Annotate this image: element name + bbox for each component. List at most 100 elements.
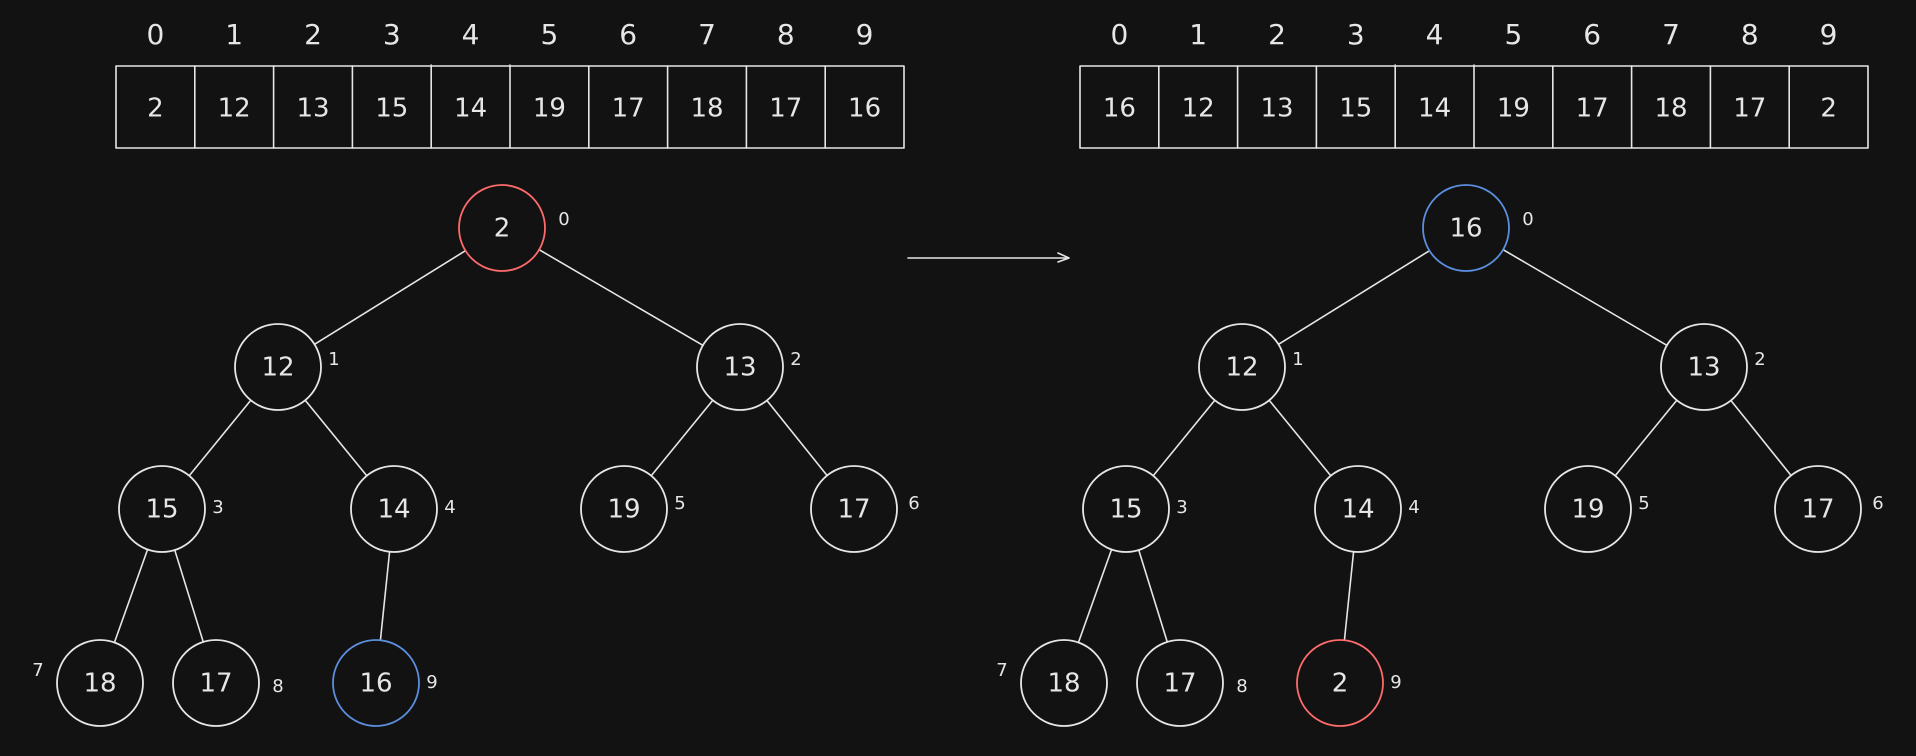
array-cell-value: 16	[848, 94, 881, 124]
tree-node-index: 6	[1872, 493, 1883, 514]
tree-edge	[1730, 399, 1792, 477]
array-cell-value: 18	[690, 94, 723, 124]
tree-node-circle	[1198, 323, 1286, 411]
array-cell-value: 13	[296, 94, 329, 124]
tree-edge	[1277, 249, 1431, 346]
tree-edge	[1614, 399, 1678, 477]
tree-edge	[1077, 548, 1113, 644]
array-cell-value: 17	[1576, 94, 1609, 124]
tree-node-value: 17	[1801, 495, 1834, 525]
tree-node: 15 3	[1082, 465, 1188, 553]
tree-node: 17 6	[1774, 465, 1884, 553]
tree-node-index: 3	[1176, 497, 1187, 518]
tree-edge	[304, 399, 368, 477]
tree-node-value: 2	[1332, 669, 1349, 699]
array-index-label: 9	[1820, 18, 1838, 51]
tree-node-index: 5	[1638, 493, 1649, 514]
tree-node: 13 2	[1660, 323, 1766, 411]
tree-node: 187	[32, 639, 144, 727]
tree-node-circle	[580, 465, 668, 553]
tree-node-index: 2	[790, 349, 801, 370]
tree-node-circle	[172, 639, 260, 727]
tree-node-index: 8	[1236, 676, 1247, 697]
tree-node-index: 9	[426, 672, 437, 693]
tree-edge	[1152, 399, 1216, 477]
tree-edge	[1343, 550, 1355, 642]
tree-node-index: 4	[444, 497, 455, 518]
tree-node-circle	[332, 639, 420, 727]
tree-node-index: 1	[1292, 349, 1303, 370]
array-cell-value: 17	[1733, 94, 1766, 124]
array-cell-value: 18	[1654, 94, 1687, 124]
tree-node-value: 16	[359, 669, 392, 699]
tree-node-circle	[1082, 465, 1170, 553]
tree-node-index: 1	[328, 349, 339, 370]
tree-node-index: 3	[212, 497, 223, 518]
tree-edges	[113, 248, 828, 644]
tree-node-value: 17	[1163, 669, 1196, 699]
tree-node: 17 8	[1136, 639, 1248, 727]
tree-edge	[113, 548, 149, 644]
array-index-label: 0	[1110, 18, 1128, 51]
tree-edge	[379, 550, 391, 642]
tree-node-circle	[458, 184, 546, 272]
tree-edge	[173, 549, 205, 643]
tree-node-circle	[1774, 465, 1862, 553]
array-cell-value: 17	[612, 94, 645, 124]
tree-node-value: 18	[83, 669, 116, 699]
tree-node-value: 15	[145, 495, 178, 525]
tree-node-circle	[696, 323, 784, 411]
tree-node: 18 7	[996, 639, 1108, 727]
array-index-label: 6	[619, 18, 637, 51]
array-index-label: 1	[1189, 18, 1207, 51]
tree-node-index: 7	[996, 660, 1007, 681]
array-index-label: 1	[225, 18, 243, 51]
array-index-label: 4	[1426, 18, 1444, 51]
tree-edge	[1502, 248, 1668, 347]
tree-node-circle	[350, 465, 438, 553]
tree-edge	[313, 249, 467, 346]
tree-node-value: 13	[723, 353, 756, 383]
tree-node: 19 5	[1544, 465, 1650, 553]
tree-node-circle	[1422, 184, 1510, 272]
tree-node-circle	[1314, 465, 1402, 553]
array-index-label: 8	[1741, 18, 1759, 51]
tree-node-index: 9	[1390, 672, 1401, 693]
tree-node-index: 0	[1522, 209, 1533, 230]
tree-node-value: 17	[199, 669, 232, 699]
tree-node-index: 2	[1754, 349, 1765, 370]
tree-node-value: 14	[377, 495, 410, 525]
tree-node-value: 14	[1341, 495, 1374, 525]
tree-edge	[188, 399, 252, 477]
array-cell-value: 12	[218, 94, 251, 124]
array-index-label: 6	[1583, 18, 1601, 51]
tree-node-index: 0	[558, 209, 569, 230]
tree-node-value: 12	[261, 353, 294, 383]
array-index-label: 0	[146, 18, 164, 51]
array-cell-value: 15	[1339, 94, 1372, 124]
tree-node-value: 12	[1225, 353, 1258, 383]
array-index-label: 3	[383, 18, 401, 51]
tree-node-value: 19	[1571, 495, 1604, 525]
tree-node-index: 6	[908, 493, 919, 514]
tree-node: 12 1	[1198, 323, 1304, 411]
tree-node: 13 2	[696, 323, 802, 411]
arrow-head	[1057, 252, 1070, 263]
arrow-right-icon	[907, 252, 1070, 263]
array-index-label: 5	[1504, 18, 1522, 51]
tree-node: 15 3	[118, 465, 224, 553]
tree-edge	[766, 399, 828, 477]
tree-node-value: 15	[1109, 495, 1142, 525]
tree-node-value: 13	[1687, 353, 1720, 383]
tree-node-value: 18	[1047, 669, 1080, 699]
